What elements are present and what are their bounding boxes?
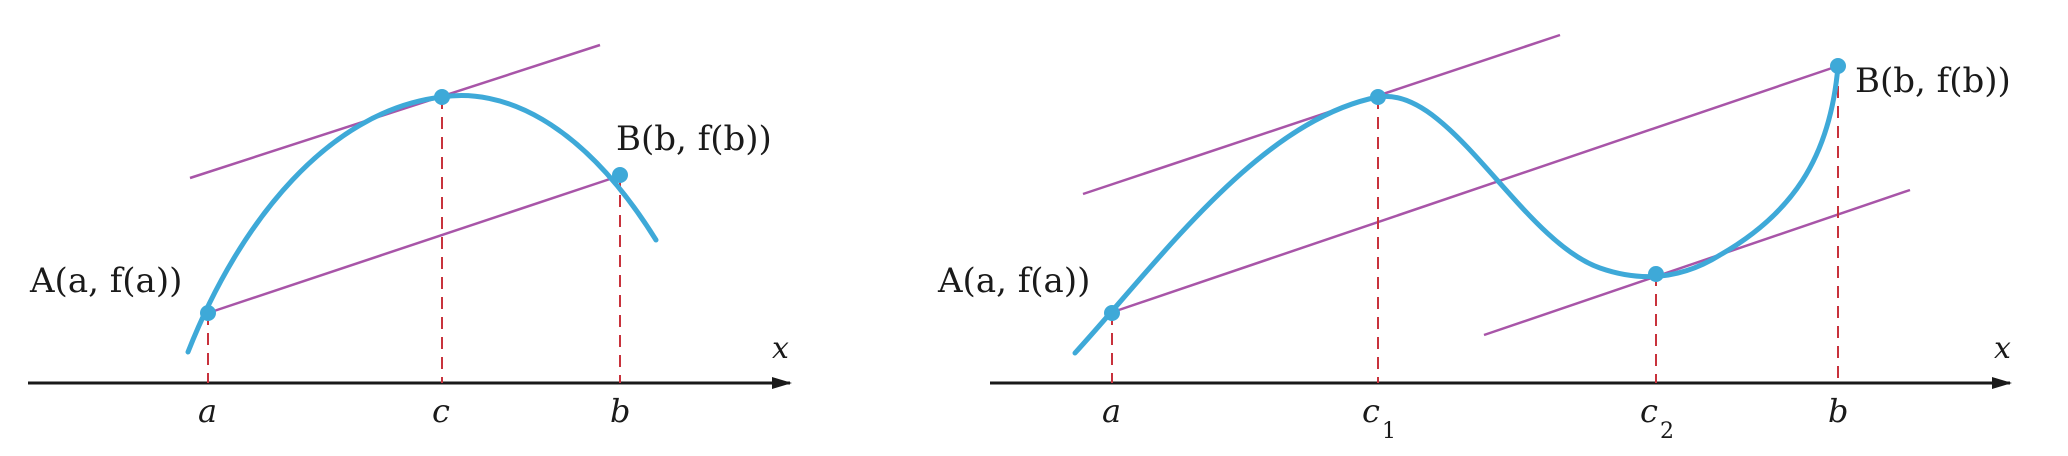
- left-point-c: [434, 89, 450, 105]
- right-tick-a: a: [1102, 392, 1121, 430]
- left-point-a-label: A(a, f(a)): [29, 261, 182, 301]
- right-panel: x A(a, f(a)) B(b, f(b)) a c 1 c 2 b: [937, 33, 2012, 444]
- right-point-b: [1830, 58, 1846, 74]
- right-point-a-label: A(a, f(a)): [937, 261, 1090, 301]
- left-secant-line-ab: [207, 173, 623, 315]
- left-tick-b: b: [610, 392, 630, 430]
- right-tick-c2-subscript: 2: [1660, 419, 1674, 444]
- right-tick-c1-subscript: 1: [1382, 419, 1396, 444]
- left-curve-f: [185, 93, 659, 355]
- right-tangent-line-at-c2: [1483, 188, 1911, 337]
- right-secant-line-ab: [1109, 64, 1839, 315]
- right-point-a: [1104, 305, 1120, 321]
- left-tangent-line-at-c: [189, 43, 601, 180]
- right-point-c2: [1648, 266, 1664, 282]
- right-curve-f: [1072, 63, 1841, 356]
- left-panel: x A(a, f(a)) B(b, f(b)) a c b: [28, 43, 792, 430]
- right-point-c1: [1370, 89, 1386, 105]
- right-tick-b: b: [1828, 392, 1848, 430]
- right-tick-c2: c: [1640, 392, 1658, 430]
- left-axis-label: x: [772, 331, 789, 366]
- right-point-b-label: B(b, f(b)): [1855, 61, 2011, 101]
- right-axis-label: x: [1994, 331, 2011, 366]
- left-point-a: [200, 305, 216, 321]
- left-tick-c: c: [432, 392, 450, 430]
- left-point-b: [612, 167, 628, 183]
- right-tick-c1: c: [1362, 392, 1380, 430]
- left-tick-a: a: [198, 392, 217, 430]
- left-point-b-label: B(b, f(b)): [616, 119, 772, 159]
